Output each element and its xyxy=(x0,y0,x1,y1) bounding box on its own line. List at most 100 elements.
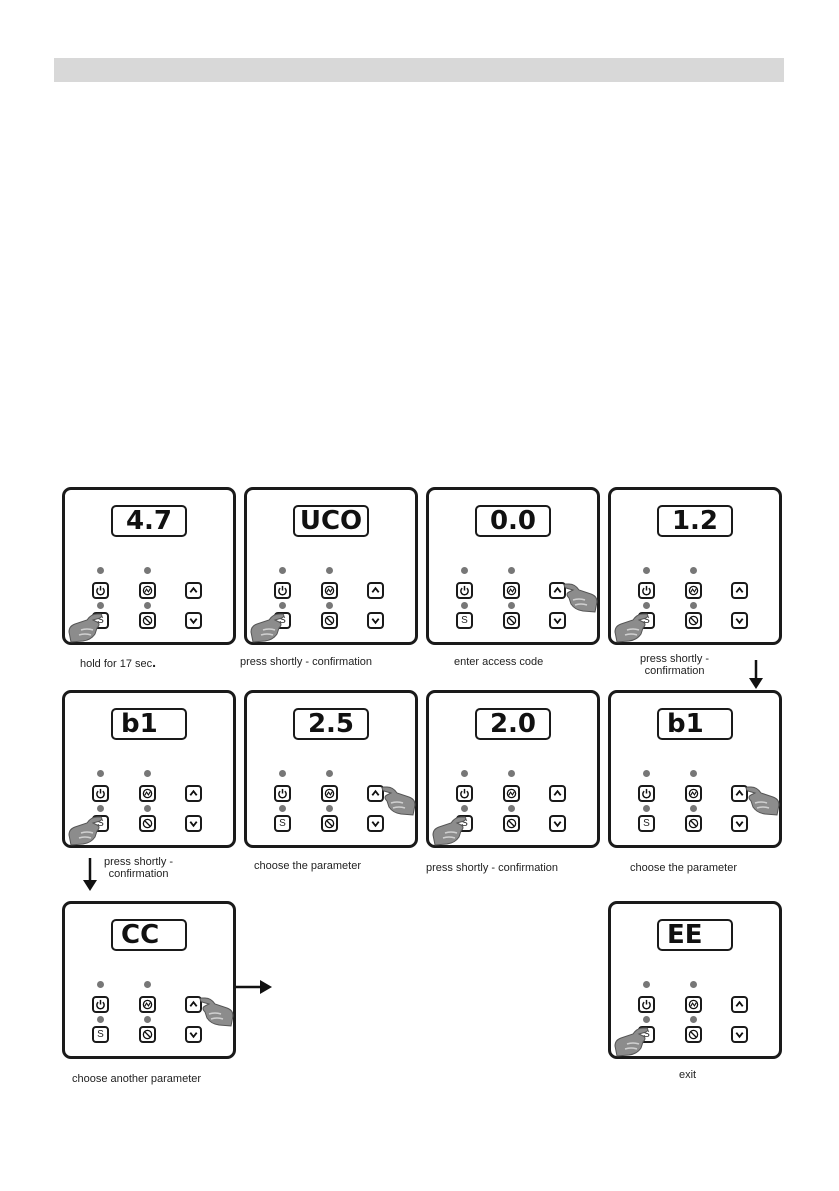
up-arrow-icon xyxy=(734,585,745,596)
stop-button[interactable] xyxy=(321,815,338,832)
stop-button[interactable] xyxy=(685,815,702,832)
pointing-hand-icon xyxy=(249,608,291,644)
power-button[interactable] xyxy=(274,582,291,599)
defrost-button[interactable] xyxy=(685,785,702,802)
down-arrow-button[interactable] xyxy=(367,612,384,629)
down-arrow-button[interactable] xyxy=(731,612,748,629)
step-caption: press shortly - confirmation xyxy=(640,653,709,677)
defrost-icon xyxy=(506,585,517,596)
stop-icon xyxy=(688,615,699,626)
status-led xyxy=(326,770,333,777)
status-led xyxy=(508,602,515,609)
stop-button[interactable] xyxy=(139,815,156,832)
caption-text: hold for 17 sec xyxy=(80,658,152,670)
status-led xyxy=(97,981,104,988)
down-arrow-button[interactable] xyxy=(185,1026,202,1043)
step-caption: choose the parameter xyxy=(630,862,737,874)
power-button[interactable] xyxy=(92,582,109,599)
stop-button[interactable] xyxy=(503,612,520,629)
defrost-icon xyxy=(142,999,153,1010)
power-button[interactable] xyxy=(456,582,473,599)
power-icon xyxy=(95,585,106,596)
down-arrow-button[interactable] xyxy=(185,612,202,629)
defrost-button[interactable] xyxy=(139,996,156,1013)
caption-line: confirmation xyxy=(104,868,173,880)
display-readout: 2.5 xyxy=(293,708,369,740)
down-arrow-button[interactable] xyxy=(185,815,202,832)
defrost-icon xyxy=(324,585,335,596)
defrost-button[interactable] xyxy=(139,785,156,802)
up-arrow-button[interactable] xyxy=(185,785,202,802)
step-caption: hold for 17 sec. xyxy=(80,656,156,670)
defrost-button[interactable] xyxy=(685,996,702,1013)
power-button[interactable] xyxy=(456,785,473,802)
defrost-button[interactable] xyxy=(503,582,520,599)
power-button[interactable] xyxy=(638,785,655,802)
stop-button[interactable] xyxy=(139,612,156,629)
s-button[interactable]: S xyxy=(92,1026,109,1043)
defrost-icon xyxy=(142,585,153,596)
s-button[interactable]: S xyxy=(274,815,291,832)
pointing-hand-icon xyxy=(67,811,109,847)
stop-icon xyxy=(688,1029,699,1040)
defrost-button[interactable] xyxy=(139,582,156,599)
defrost-button[interactable] xyxy=(685,582,702,599)
down-arrow-icon xyxy=(552,818,563,829)
display-readout: CC xyxy=(111,919,187,951)
stop-button[interactable] xyxy=(503,815,520,832)
controller-panel-step-5: b1 S xyxy=(62,690,236,848)
power-button[interactable] xyxy=(92,996,109,1013)
status-led xyxy=(279,770,286,777)
display-readout: 1.2 xyxy=(657,505,733,537)
section-header-bar xyxy=(54,58,784,82)
status-led xyxy=(461,567,468,574)
down-arrow-button[interactable] xyxy=(731,815,748,832)
up-arrow-button[interactable] xyxy=(549,785,566,802)
status-led xyxy=(144,805,151,812)
power-icon xyxy=(277,585,288,596)
controller-panel-step-6: 2.5 S xyxy=(244,690,418,848)
caption-line: confirmation xyxy=(640,665,709,677)
up-arrow-icon xyxy=(188,788,199,799)
power-icon xyxy=(459,585,470,596)
down-arrow-icon xyxy=(188,818,199,829)
s-button[interactable]: S xyxy=(638,815,655,832)
defrost-button[interactable] xyxy=(321,785,338,802)
s-button[interactable]: S xyxy=(456,612,473,629)
power-icon xyxy=(641,788,652,799)
up-arrow-button[interactable] xyxy=(731,582,748,599)
status-led xyxy=(643,981,650,988)
down-arrow-button[interactable] xyxy=(731,1026,748,1043)
status-led xyxy=(97,1016,104,1023)
down-arrow-button[interactable] xyxy=(549,612,566,629)
flow-arrow-icon xyxy=(746,660,766,690)
up-arrow-button[interactable] xyxy=(185,582,202,599)
up-arrow-button[interactable] xyxy=(367,582,384,599)
down-arrow-icon xyxy=(734,1029,745,1040)
down-arrow-button[interactable] xyxy=(367,815,384,832)
power-button[interactable] xyxy=(274,785,291,802)
pointing-hand-icon xyxy=(375,781,417,817)
defrost-button[interactable] xyxy=(503,785,520,802)
controller-panel-step-8: b1 S xyxy=(608,690,782,848)
power-button[interactable] xyxy=(638,582,655,599)
status-led xyxy=(508,770,515,777)
down-arrow-button[interactable] xyxy=(549,815,566,832)
stop-button[interactable] xyxy=(685,612,702,629)
power-button[interactable] xyxy=(638,996,655,1013)
power-button[interactable] xyxy=(92,785,109,802)
stop-button[interactable] xyxy=(321,612,338,629)
display-readout: 2.0 xyxy=(475,708,551,740)
status-led xyxy=(690,602,697,609)
status-led xyxy=(690,1016,697,1023)
power-icon xyxy=(277,788,288,799)
stop-button[interactable] xyxy=(139,1026,156,1043)
power-icon xyxy=(95,999,106,1010)
up-arrow-button[interactable] xyxy=(731,996,748,1013)
stop-icon xyxy=(324,818,335,829)
power-icon xyxy=(641,999,652,1010)
stop-button[interactable] xyxy=(685,1026,702,1043)
status-led xyxy=(326,805,333,812)
set-icon: S xyxy=(279,818,286,829)
defrost-button[interactable] xyxy=(321,582,338,599)
